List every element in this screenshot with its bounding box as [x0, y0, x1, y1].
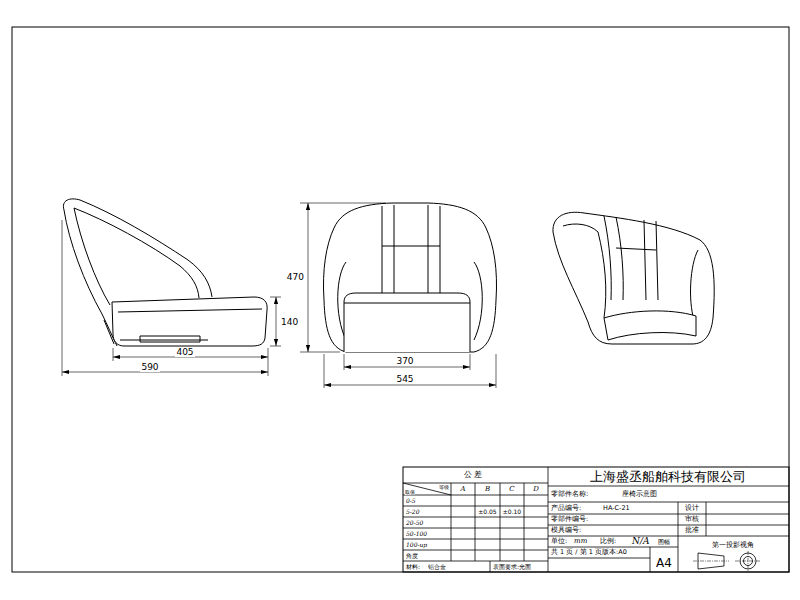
- field-value: 铝合金: [428, 564, 446, 570]
- field-value: N/A: [632, 537, 649, 546]
- field-label: 单位:: [551, 538, 567, 545]
- tolerance-grade: A: [460, 486, 465, 493]
- dimension-line: [324, 385, 496, 386]
- seat-shell-rim: [74, 208, 199, 298]
- dimension-value: 140: [280, 318, 299, 327]
- field-label: 产品编号:: [551, 505, 581, 512]
- dimension-value: 590: [140, 363, 159, 372]
- table-header: 取值: [405, 490, 415, 495]
- field-label: 版本:A0: [602, 549, 627, 556]
- table-header: 等级: [439, 485, 449, 490]
- seat-back-stripes: [382, 205, 440, 293]
- field-label: 表面要求:光面: [493, 564, 531, 570]
- seat-cushion-seam: [344, 303, 470, 304]
- size-range: 50-100: [406, 531, 427, 537]
- tolerance-grade: C: [509, 486, 514, 493]
- size-range: 100-up: [406, 542, 427, 548]
- dimension-value: 470: [286, 273, 305, 282]
- title-block-grid: [403, 467, 789, 572]
- field-label: 比例:: [600, 538, 616, 545]
- company-name: 上海盛丞船舶科技有限公司: [590, 470, 746, 483]
- dimension-line: [276, 297, 277, 346]
- size-range: 0-5: [406, 498, 416, 504]
- field-label: 审核: [685, 516, 699, 523]
- dimension-line: [113, 357, 268, 358]
- seat-armrest: [691, 250, 698, 320]
- seat-back: [64, 210, 117, 346]
- field-label: 共 1 页 / 第 1 页: [551, 549, 602, 556]
- size-range: 角度: [406, 553, 418, 559]
- extension-line: [62, 203, 496, 388]
- center-line: [693, 551, 761, 571]
- field-label: 材料:: [406, 564, 420, 570]
- field-label: 批准: [685, 527, 699, 534]
- seat-shell: [323, 203, 496, 352]
- seat-shell-rim: [63, 199, 212, 297]
- tolerance-value: ±0.10: [503, 509, 521, 515]
- seat-back: [74, 208, 110, 305]
- dimension-value: 405: [175, 348, 194, 357]
- sheet-size: A4: [656, 557, 672, 569]
- size-range: 20-50: [406, 520, 423, 526]
- dimension-line: [308, 203, 309, 352]
- field-value: 座椅示意图: [622, 491, 657, 498]
- dimension-value: 370: [395, 357, 414, 366]
- field-label: 零部件名称:: [551, 491, 588, 498]
- field-label: 零部件编号:: [551, 516, 588, 523]
- dimension-line: [62, 372, 268, 373]
- sheet-border: [12, 27, 789, 572]
- seat-cushion: [112, 297, 267, 346]
- dimension-value: 545: [395, 375, 414, 384]
- seat-cushion-seam: [118, 309, 262, 312]
- seat-cushion: [344, 293, 470, 352]
- field-label: 模具编号:: [551, 527, 581, 534]
- projection-label: 第一投影视角: [712, 542, 754, 549]
- dimension-line: [344, 367, 470, 368]
- tolerance-grade: B: [485, 486, 490, 493]
- tolerance-value: ±0.05: [478, 509, 496, 515]
- field-label: 图幅: [658, 539, 670, 545]
- size-range: 5-20: [406, 509, 419, 515]
- title-block-border: [403, 467, 789, 572]
- field-label: 设计: [685, 505, 699, 512]
- seat-shell: [553, 212, 714, 344]
- tolerance-grade: D: [533, 486, 539, 493]
- field-value: mm: [574, 538, 587, 545]
- seat-cushion: [604, 311, 696, 340]
- tolerance-heading: 公 差: [464, 471, 483, 479]
- seat-back-stripes: [604, 216, 658, 300]
- seat-shell-rim: [563, 224, 606, 318]
- seat-base: [104, 320, 208, 344]
- field-value: HA-C-21: [603, 505, 630, 512]
